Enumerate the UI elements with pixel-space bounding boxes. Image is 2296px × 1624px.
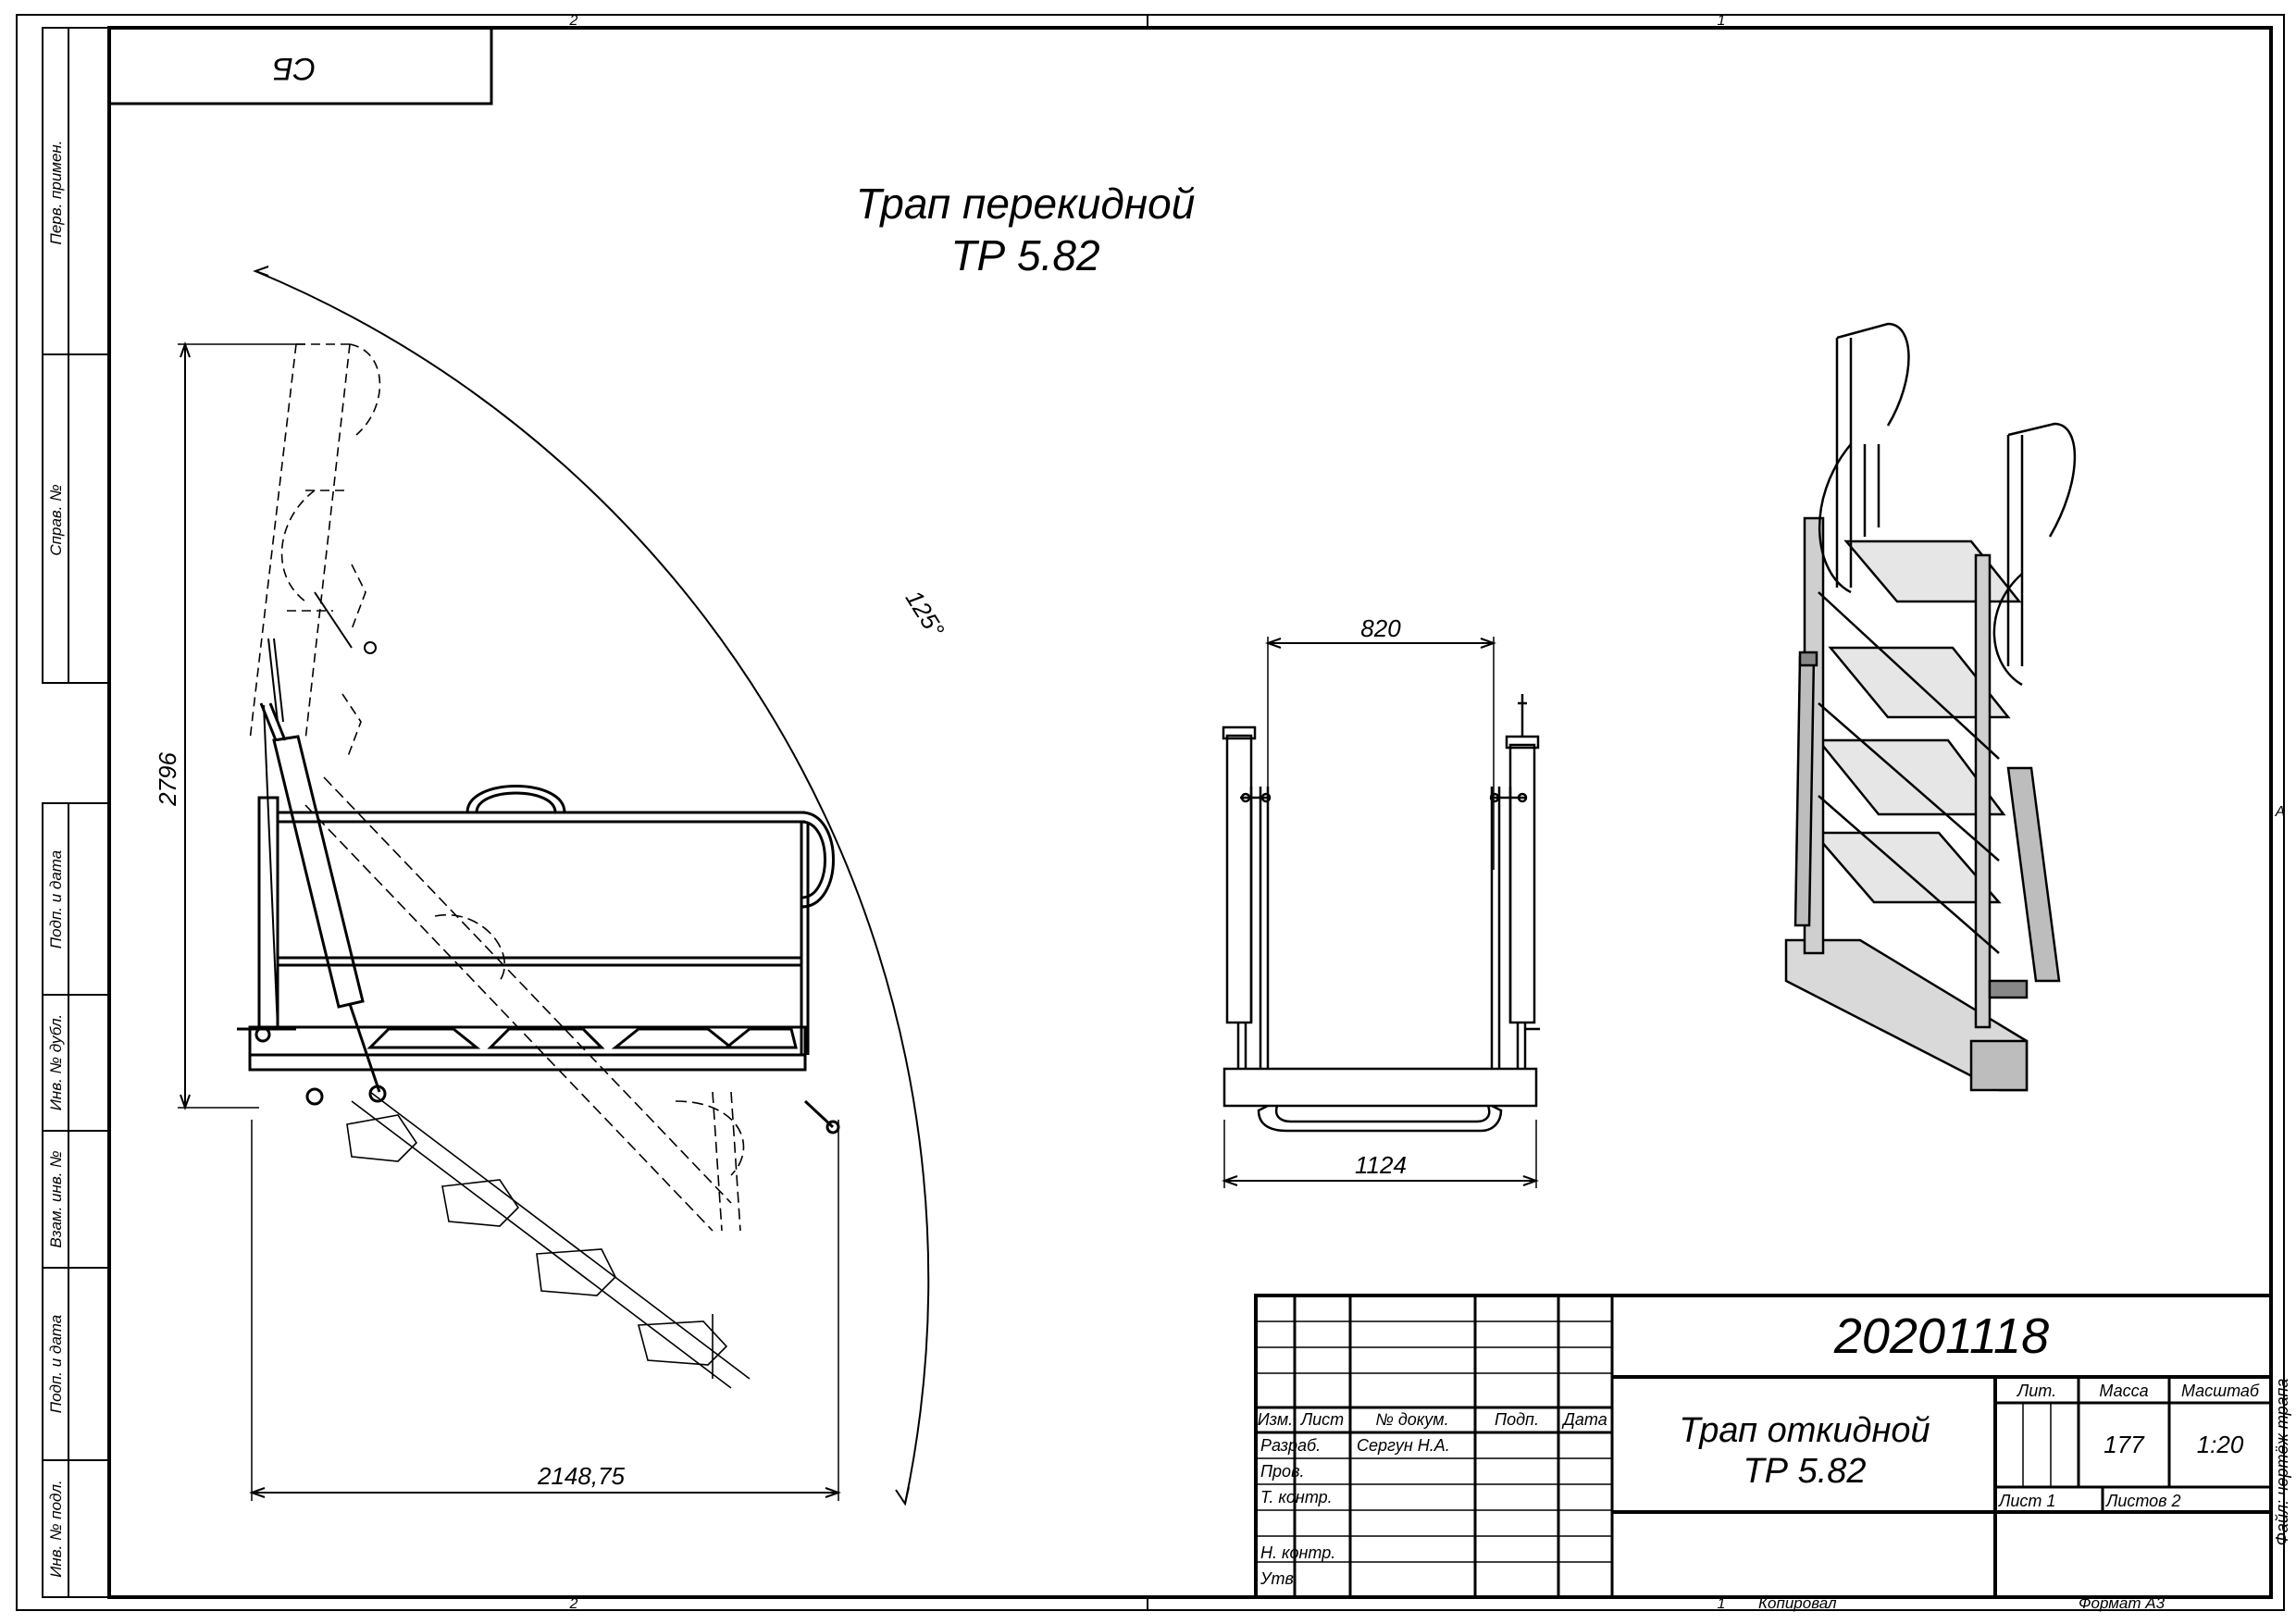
corner-stamp-box [107, 26, 493, 105]
hdr-docum: № докум. [1375, 1410, 1448, 1429]
listov-label: Листов 2 [2105, 1492, 2181, 1510]
corner-stamp-text: СБ [273, 51, 316, 86]
product-name-line1: Трап откидной [1679, 1411, 1930, 1450]
hdr-list: Лист [1300, 1410, 1344, 1429]
footer-format: Формат А3 [2079, 1594, 2166, 1612]
zone-top-left: 2 [569, 13, 578, 29]
sheet-outer-frame [16, 14, 2285, 1611]
side-label-sprav-no: Справ. № [47, 484, 65, 555]
dim-inner-width-820: 820 [1360, 614, 1401, 642]
swing-arc [254, 270, 930, 1505]
side-columns [42, 27, 110, 1598]
row-prov: Пров. [1260, 1462, 1304, 1481]
hdr-izm: Изм. [1258, 1410, 1293, 1429]
list-label: Лист 1 [1998, 1492, 2055, 1510]
razrab-name: Сергун Н.А. [1357, 1436, 1450, 1455]
document-number: 20201118 [1833, 1308, 2049, 1364]
side-label-vzam-inv: Взам. инв. № [47, 1150, 65, 1247]
side-label-podp-data-1: Подп. и дата [47, 850, 65, 948]
side-label-perv-primen: Перв. примен. [47, 141, 65, 245]
zone-bottom-right: 1 [1718, 1596, 1726, 1612]
massa-label: Масса [2099, 1382, 2148, 1400]
dim-height-2796: 2796 [154, 752, 181, 807]
drawing-title-line1: Трап перекидной [856, 180, 1196, 228]
row-razrab: Разраб. [1260, 1436, 1321, 1455]
zone-top-right: 1 [1718, 13, 1726, 29]
front-view [1222, 637, 1540, 1188]
side-view [178, 266, 930, 1506]
dim-angle-125: 125° [900, 585, 950, 642]
lit-label: Лит. [2017, 1382, 2056, 1400]
title-block-grid [1254, 1294, 2273, 1599]
side-label-inv-dubl: Инв. № дубл. [47, 1014, 65, 1111]
isometric-view [1784, 322, 2077, 1092]
row-utv: Утв. [1260, 1569, 1298, 1588]
side-label-podp-data-2: Подп. и дата [47, 1315, 65, 1413]
drawing-title-line2: ТР 5.82 [950, 231, 1099, 279]
zone-bottom-left: 2 [569, 1596, 578, 1612]
hdr-data: Дата [1561, 1410, 1607, 1429]
zone-side-a: A [2275, 804, 2286, 820]
product-name-line2: ТР 5.82 [1743, 1452, 1866, 1491]
hdr-podp: Подп. [1495, 1410, 1539, 1429]
file-label: Файл: чертёж трапа [2273, 1379, 2291, 1546]
side-label-inv-podl: Инв. № подл. [47, 1480, 65, 1578]
row-tkontr: Т. контр. [1260, 1488, 1333, 1506]
masshtab-value: 1:20 [2197, 1431, 2244, 1458]
dim-total-width-1124: 1124 [1355, 1151, 1407, 1179]
dim-length-2148: 2148,75 [537, 1462, 626, 1490]
footer-copied: Копировал [1758, 1594, 1837, 1612]
row-nkontr: Н. контр. [1260, 1543, 1335, 1562]
massa-value: 177 [2104, 1431, 2145, 1458]
masshtab-label: Масштаб [2181, 1382, 2260, 1400]
